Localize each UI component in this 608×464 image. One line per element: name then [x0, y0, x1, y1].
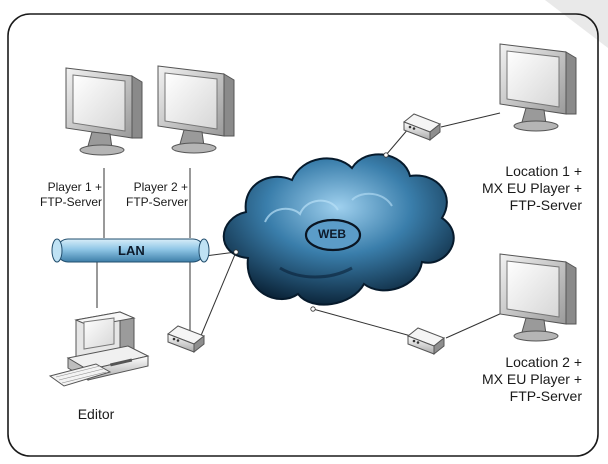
monitor-icon-location1 — [499, 43, 577, 132]
web-label: WEB — [318, 227, 346, 241]
network-device-icon-2 — [167, 325, 205, 353]
lan-pipe — [51, 238, 210, 263]
editor-label: Editor — [77, 406, 115, 422]
network-device-icon-1 — [403, 113, 441, 141]
corner-decoration — [545, 0, 608, 48]
player2-label: Player 2 + FTP-Server — [125, 180, 188, 209]
connection-lines — [96, 112, 503, 339]
diagram-frame — [7, 13, 599, 457]
monitor-icon-player1 — [65, 67, 143, 156]
web-cloud — [222, 153, 455, 306]
web-label-ellipse — [304, 218, 362, 252]
monitor-icon-player2 — [157, 65, 235, 154]
location1-label: Location 1 + MX EU Player + FTP-Server — [482, 163, 582, 213]
desktop-computer-icon — [48, 311, 150, 387]
player1-label: Player 1 + FTP-Server — [39, 180, 102, 209]
location2-label: Location 2 + MX EU Player + FTP-Server — [482, 354, 582, 404]
network-device-icon-3 — [407, 327, 445, 355]
lan-label: LAN — [118, 243, 145, 258]
monitor-icon-location2 — [499, 253, 577, 342]
